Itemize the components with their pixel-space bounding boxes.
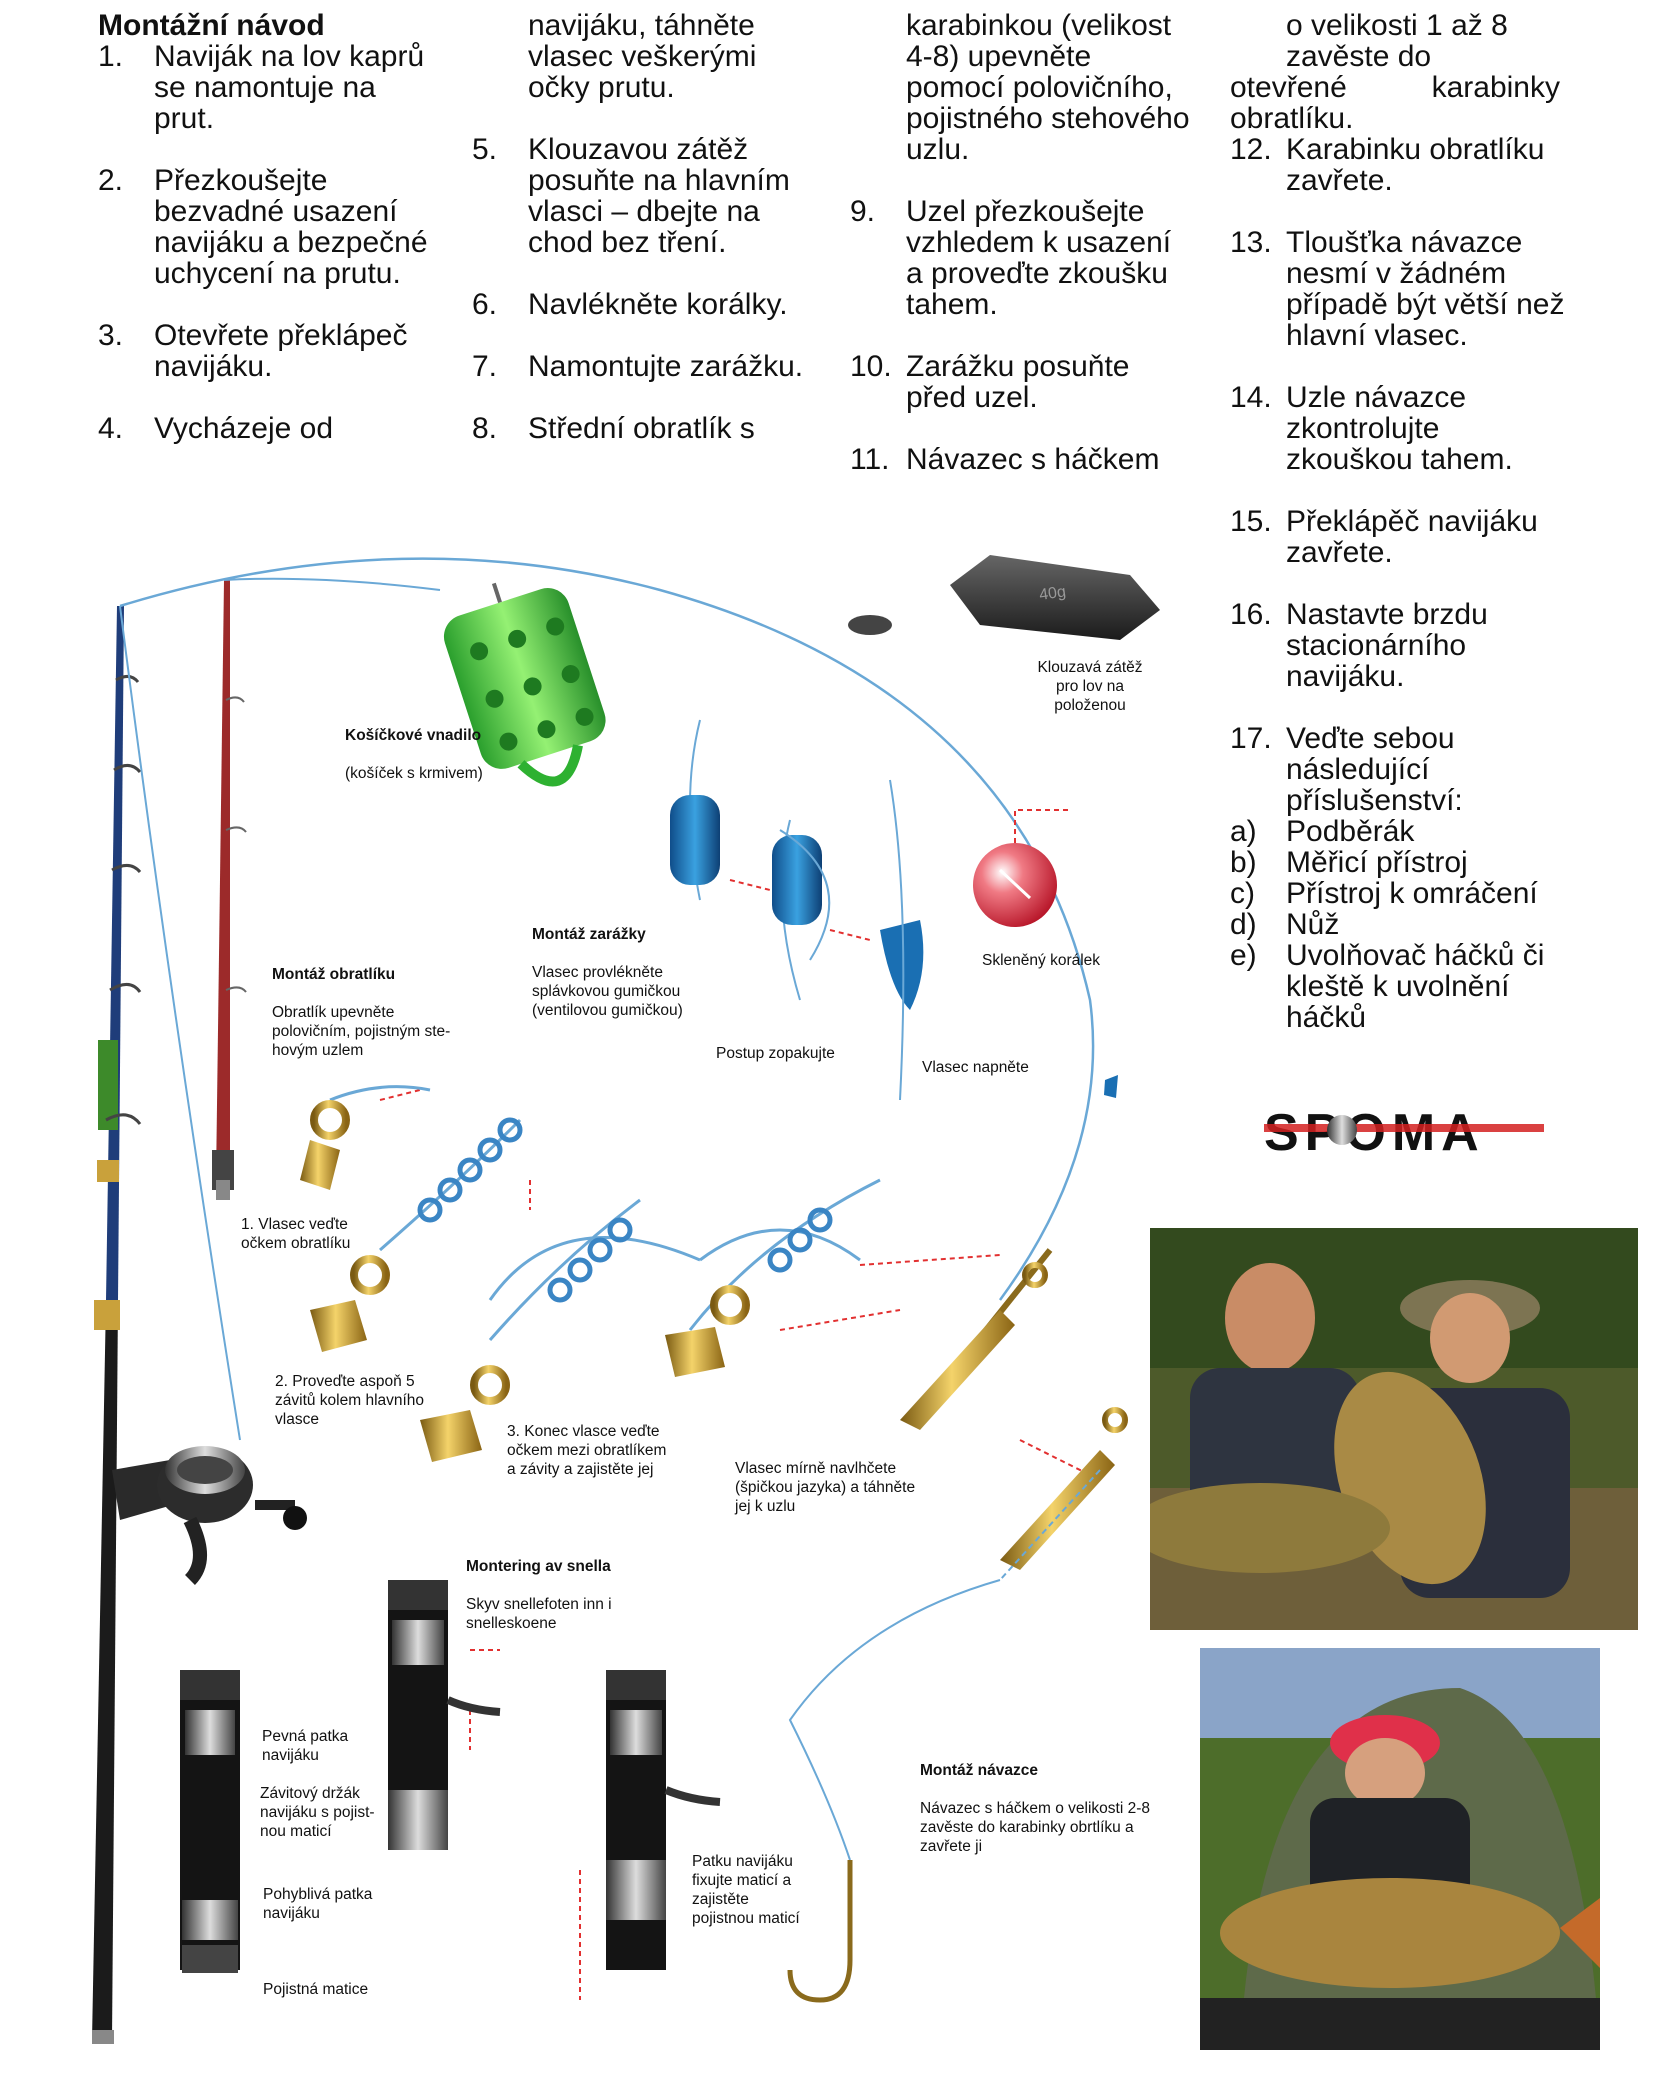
- basket-feeder-icon: [443, 582, 606, 787]
- list-item: 2. Přezkoušejte bezvadné usazení naviják…: [98, 164, 428, 290]
- step3-label: 3. Konec vlasce veďte očkem mezi obratlí…: [507, 1423, 667, 1478]
- swivel-label: Montáž obratlíku Obratlík upevněte polov…: [272, 966, 451, 1059]
- glass-bead-icon: [973, 843, 1057, 927]
- page-title: Montážní návod: [98, 9, 325, 42]
- reel-line: [119, 605, 241, 1441]
- continuation-text: karabinkou (velikost 4-8) upevněte pomoc…: [906, 9, 1190, 166]
- photo-angler-with-carp: [1200, 1648, 1600, 2050]
- repeat-label: Postup zopakujte: [716, 1045, 835, 1062]
- accessory-item: e)Uvolňovač háčků či kleště k uvolnění h…: [1230, 939, 1545, 1034]
- list-item: 6. Navlékněte korálky.: [472, 288, 788, 321]
- list-item: 16. Nastavte brzdu stacionárního naviják…: [1230, 598, 1488, 693]
- main-rod: [92, 606, 142, 2044]
- stop-label: Montáž zarážky Vlasec provlékněte splávk…: [532, 926, 683, 1019]
- list-item: 7. Namontujte zarážku.: [472, 350, 804, 383]
- list-item: 14. Uzle návazce zkontrolujte zkouškou t…: [1230, 381, 1513, 476]
- leader-line: [788, 1579, 1001, 1861]
- accessory-item: c)Přístroj k omráčení: [1230, 877, 1538, 910]
- main-line: [119, 557, 1095, 1301]
- list-item: 1. Naviják na lov kaprů se namontuje na …: [98, 40, 425, 135]
- continuation-text: otevřené karabinky obratlíku.: [1230, 71, 1560, 135]
- spoma-logo: SPOMA: [1264, 1104, 1544, 1162]
- swivel-step-1: [300, 1085, 431, 1190]
- lock-nut-label: Pojistná matice: [263, 1981, 369, 1998]
- list-item: 4. Vycházeje od: [98, 412, 334, 445]
- list-item: 11. Návazec s háčkem: [850, 443, 1160, 476]
- sliding-weight-icon: 40g: [848, 555, 1160, 640]
- stop-tubes: [670, 719, 924, 1101]
- step2-label: 2. Proveďte aspoň 5 závitů kolem hlavníh…: [275, 1373, 425, 1428]
- reel-seat-1: [180, 1670, 240, 1973]
- instructions-col-2: navijáku, táhněte vlasec veškerými očky …: [472, 10, 812, 475]
- instructions-col-3: karabinkou (velikost 4-8) upevněte pomoc…: [850, 10, 1190, 506]
- line-bead: [1104, 1075, 1118, 1098]
- logo-text: SPOMA: [1264, 1104, 1485, 1162]
- instructions-col-4: o velikosti 1 až 8 zavěste do otevřené k…: [1230, 10, 1570, 1033]
- list-item: 13. Tloušťka návazce nesmí v žádném příp…: [1230, 226, 1565, 352]
- moving-foot-label: Pohyblivá patka navijáku: [263, 1886, 373, 1922]
- spinning-reel: [112, 1446, 307, 1585]
- fixed-foot-label: Pevná patka navijáku: [262, 1728, 349, 1764]
- snap-swivel-2: [999, 1407, 1128, 1581]
- list-item: 15. Překlápěč navijáku zavřete.: [1230, 505, 1538, 569]
- snap-swivel-1: [900, 1248, 1053, 1430]
- glass-bead-label: Skleněný korálek: [982, 952, 1101, 969]
- weight-label: Klouzavá zátěž pro lov na položenou: [1037, 659, 1143, 714]
- swivel-step-4: [665, 1178, 881, 1377]
- weight-mark: 40g: [1038, 583, 1067, 604]
- pull-label: Vlasec mírně navlhčete (špičkou jazyka) …: [735, 1460, 916, 1515]
- list-item: 3. Otevřete překlápeč navijáku.: [98, 319, 408, 383]
- leader-label: Montáž návazce Návazec s háčkem o veliko…: [920, 1762, 1151, 1855]
- list-item: 8. Střední obratlík s: [472, 412, 755, 445]
- foot-fix-label: Patku navijáku fixujte maticí a zajistět…: [692, 1853, 800, 1927]
- snell-label: Montering av snella Skyv snellefoten inn…: [466, 1558, 612, 1632]
- thread-holder-label: Závitový držák navijáku s pojist- nou ma…: [260, 1785, 375, 1840]
- step1-label: 1. Vlasec veďte očkem obratlíku: [241, 1216, 351, 1252]
- list-item: 5. Klouzavou zátěž posuňte na hlavním vl…: [472, 133, 790, 259]
- swivel-step-2: [310, 1117, 523, 1352]
- list-item: 10. Zarážku posuňte před uzel.: [850, 350, 1130, 414]
- list-item: 12. Karabinku obratlíku zavřete.: [1230, 133, 1545, 197]
- short-rod: [212, 577, 441, 1200]
- photo-two-anglers-carp: [1150, 1228, 1638, 1630]
- accessory-item: a)Podběrák: [1230, 815, 1415, 848]
- continuation-text: o velikosti 1 až 8 zavěste do: [1286, 9, 1508, 73]
- list-item: 9. Uzel přezkoušejte vzhledem k usazení …: [850, 195, 1172, 321]
- feeder-label: Košíčkové vnadilo (košíček s krmivem): [345, 727, 483, 782]
- accessory-item: d)Nůž: [1230, 908, 1340, 941]
- hook-icon: [787, 1860, 853, 2003]
- tighten-label: Vlasec napněte: [922, 1059, 1029, 1076]
- accessory-item: b)Měřicí přístroj: [1230, 846, 1468, 879]
- swivel-step-3: [420, 1198, 701, 1462]
- list-item: 17. Veďte sebou následující příslušenstv…: [1230, 722, 1463, 817]
- continuation-text: navijáku, táhněte vlasec veškerými očky …: [528, 9, 757, 104]
- reel-seat-2: [388, 1580, 501, 1850]
- reel-seat-3: [606, 1670, 721, 1970]
- instructions-col-1: Montážní návod 1. Naviják na lov kaprů s…: [98, 10, 438, 475]
